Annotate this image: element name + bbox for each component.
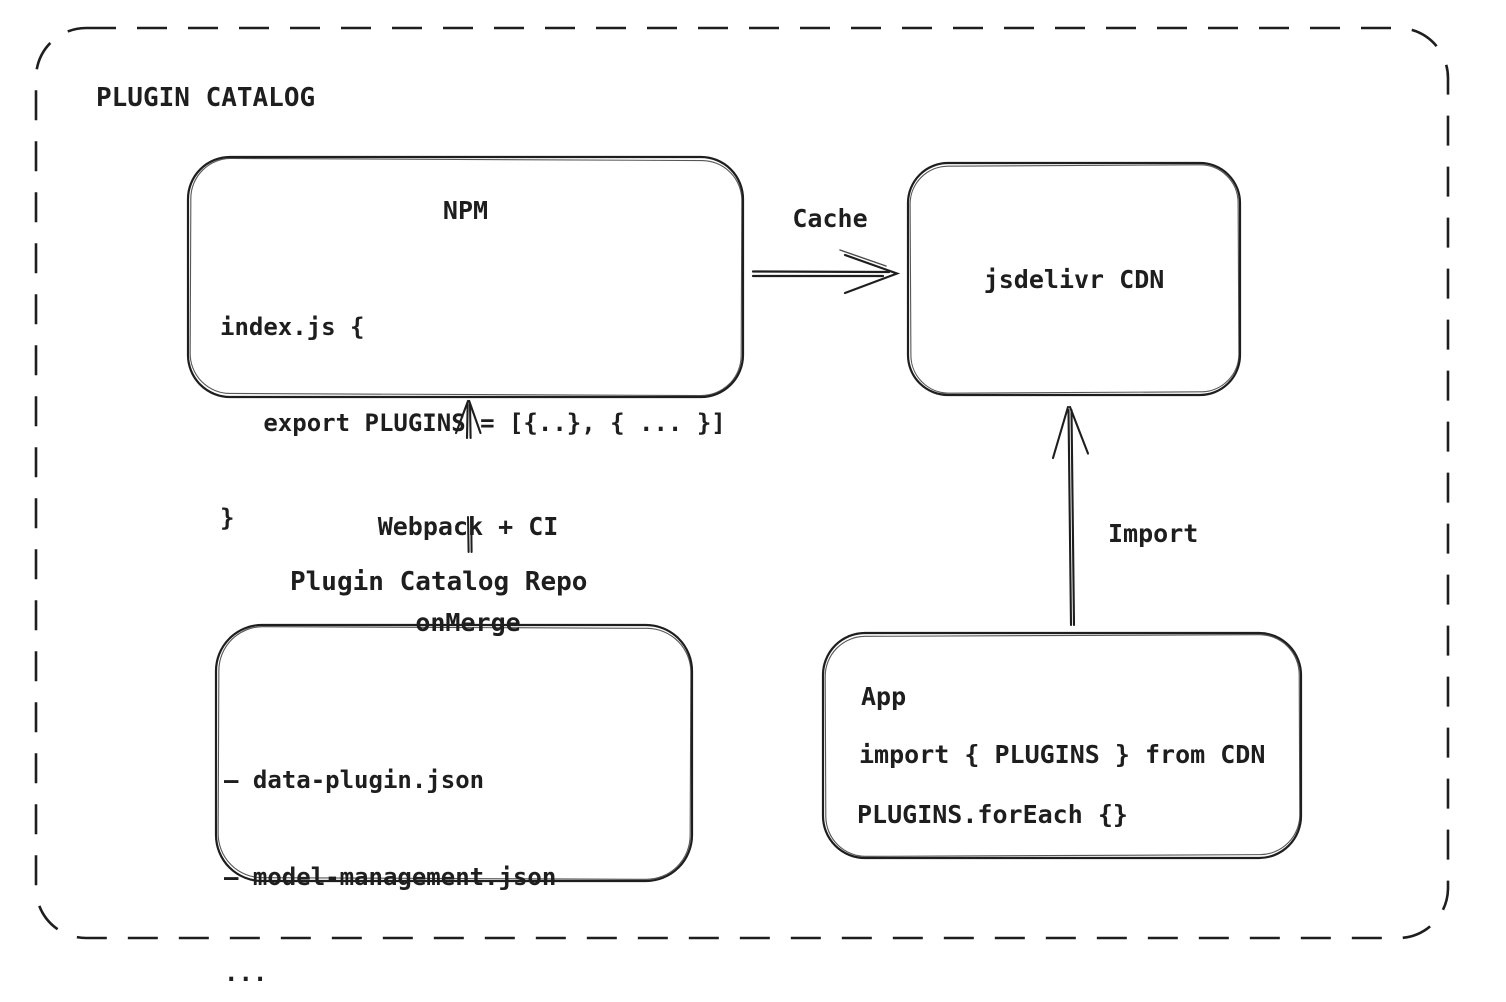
repo-box xyxy=(214,623,694,883)
app-box-title: App xyxy=(861,682,907,711)
npm-box xyxy=(186,155,745,399)
app-code-line: PLUGINS.forEach {} xyxy=(857,800,1128,829)
npm-box-title: NPM xyxy=(442,196,489,225)
app-code-line: import { PLUGINS } from CDN xyxy=(859,740,1266,769)
repo-file-item: – model-management.json xyxy=(224,862,557,891)
diagram-title: PLUGIN CATALOG xyxy=(96,83,316,113)
build-arrow xyxy=(454,399,482,440)
app-box xyxy=(821,631,1303,860)
npm-code-line: } xyxy=(220,504,235,533)
repo-file-item: ... xyxy=(224,959,268,988)
import-arrow xyxy=(1051,405,1090,627)
import-edge-label: Import xyxy=(1108,519,1199,548)
cdn-box xyxy=(906,161,1242,397)
cache-arrow xyxy=(751,249,901,295)
build-edge-label-line1: Webpack + CI xyxy=(377,512,559,541)
build-connector-line xyxy=(467,516,473,553)
cache-edge-label: Cache xyxy=(792,204,868,233)
npm-code-line: index.js { xyxy=(220,313,365,342)
npm-code-block: index.js { export PLUGINS = [{..}, { ...… xyxy=(220,249,726,598)
npm-code-line: export PLUGINS = [{..}, { ... }] xyxy=(220,408,726,437)
cdn-box-label: jsdelivr CDN xyxy=(983,265,1165,294)
repo-box-label: Plugin Catalog Repo xyxy=(290,567,588,597)
catalog-boundary-box xyxy=(34,26,1450,940)
build-edge-label-line2: onMerge xyxy=(415,608,521,637)
repo-file-item: – data-plugin.json xyxy=(224,766,485,795)
repo-file-list: – data-plugin.json – model-management.js… xyxy=(224,701,556,1002)
build-edge-label: Webpack + CI onMerge xyxy=(348,447,588,703)
